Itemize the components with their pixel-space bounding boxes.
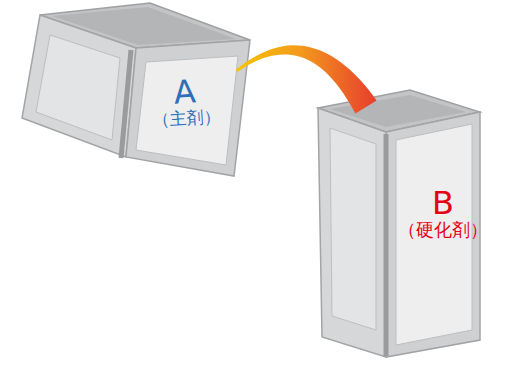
can-label: B（硬化剤）	[318, 95, 498, 355]
can-letter: B	[432, 187, 454, 221]
can-side-panel	[330, 128, 376, 330]
pour-arrow	[236, 45, 377, 113]
can-side	[22, 15, 136, 157]
can-edge	[121, 50, 131, 158]
can-content-name: （主剤）	[152, 107, 221, 130]
can-label: A（主剤）	[135, 67, 236, 155]
can-front-panel	[136, 56, 238, 165]
can-letter: A	[173, 75, 197, 110]
can-content-name: （硬化剤）	[398, 221, 488, 240]
can-side-panel	[36, 35, 120, 140]
can-side	[318, 108, 386, 357]
can-edge	[384, 134, 389, 356]
can-a	[22, 3, 250, 176]
can-front	[126, 40, 250, 176]
